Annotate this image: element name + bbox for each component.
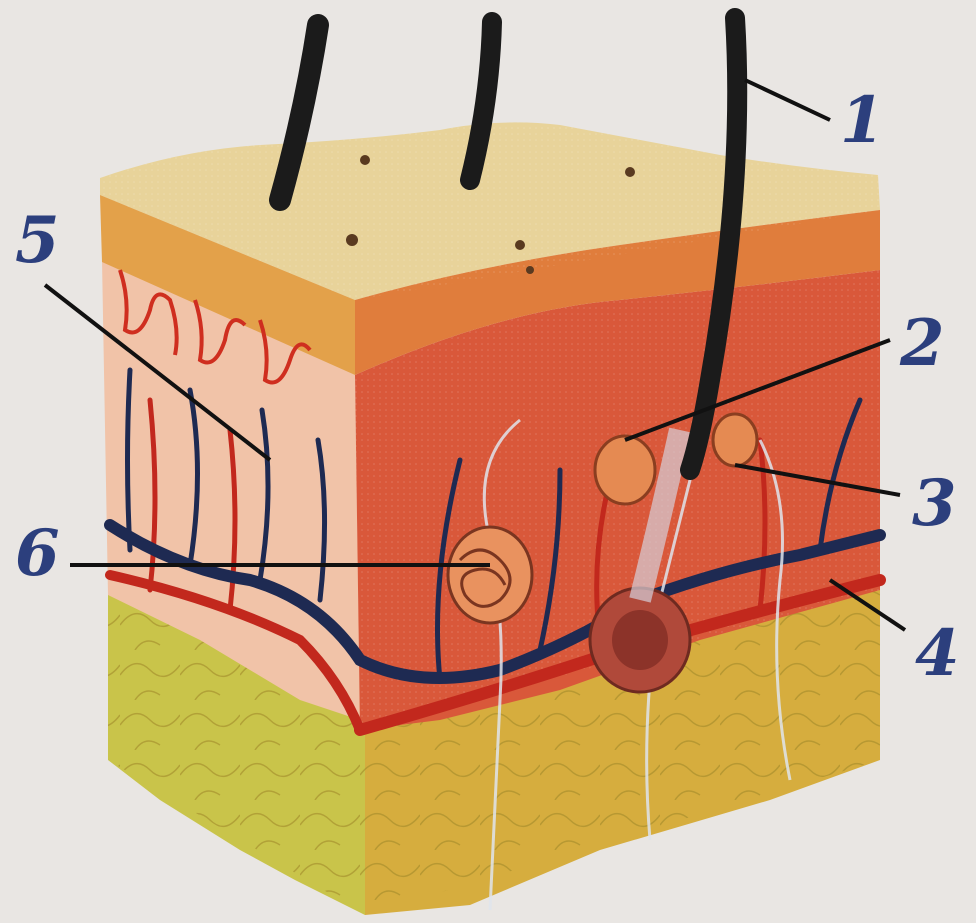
callout-4: 4: [915, 616, 960, 691]
callout-6: 6: [15, 516, 60, 591]
leader-line-1: [745, 80, 830, 120]
callout-3: 3: [912, 466, 957, 541]
callout-5: 5: [15, 203, 60, 278]
callout-2: 2: [899, 306, 945, 381]
sweat-gland: [448, 527, 532, 623]
callout-1: 1: [840, 83, 885, 158]
